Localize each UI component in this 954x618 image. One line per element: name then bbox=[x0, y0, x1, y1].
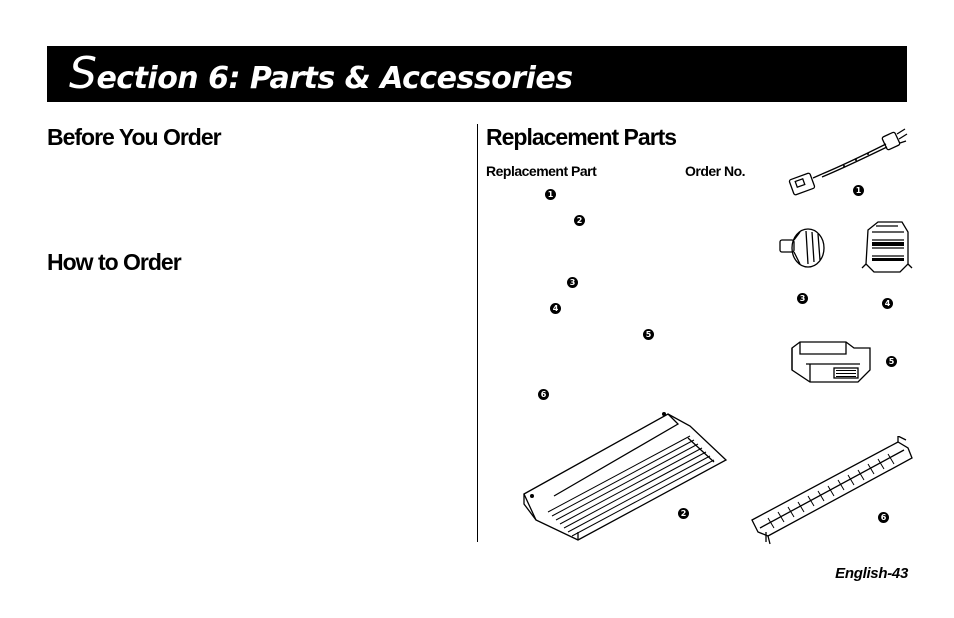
page-number: English-43 bbox=[835, 565, 908, 582]
list-marker-2: 2 bbox=[574, 215, 585, 226]
figure-marker-6: 6 bbox=[878, 512, 889, 523]
heading-replacement-parts: Replacement Parts bbox=[486, 124, 677, 150]
list-marker-4: 4 bbox=[550, 303, 561, 314]
list-marker-5: 5 bbox=[643, 329, 654, 340]
ribbon-cartridge-icon bbox=[791, 341, 871, 383]
tractor-unit-icon bbox=[751, 436, 913, 545]
heading-before-you-order: Before You Order bbox=[47, 124, 222, 150]
column-divider bbox=[477, 124, 478, 542]
figure-marker-1: 1 bbox=[853, 185, 864, 196]
figure-marker-4: 4 bbox=[882, 298, 893, 309]
list-marker-1: 1 bbox=[545, 189, 556, 200]
power-cord-icon bbox=[788, 128, 908, 196]
section-title-text: ection 6: Parts & Accessories bbox=[96, 61, 573, 96]
section-title-initial: S bbox=[69, 48, 97, 99]
section-banner: Section 6: Parts & Accessories bbox=[47, 46, 907, 102]
list-marker-3: 3 bbox=[567, 277, 578, 288]
print-head-icon bbox=[861, 221, 913, 273]
section-title: Section 6: Parts & Accessories bbox=[69, 52, 573, 97]
heading-how-to-order: How to Order bbox=[47, 249, 182, 275]
printer-cover-icon bbox=[523, 412, 728, 541]
list-marker-6: 6 bbox=[538, 389, 549, 400]
platen-knob-icon bbox=[779, 228, 825, 268]
column-header-part: Replacement Part bbox=[486, 163, 597, 179]
figure-marker-3: 3 bbox=[797, 293, 808, 304]
figure-marker-2: 2 bbox=[678, 508, 689, 519]
column-header-order-no: Order No. bbox=[685, 163, 746, 179]
figure-marker-5: 5 bbox=[886, 356, 897, 367]
